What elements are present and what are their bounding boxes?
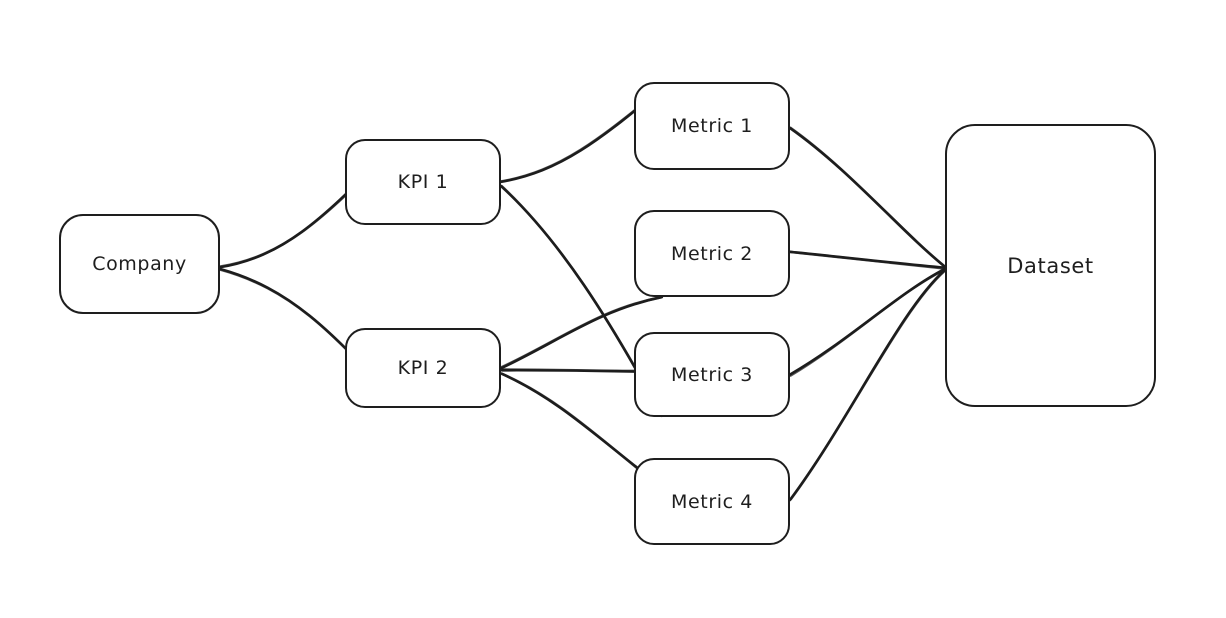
node-metric-1[interactable]: Metric 1 [634, 82, 790, 170]
node-label-dataset: Dataset [1007, 253, 1094, 278]
node-label-metric-1: Metric 1 [671, 115, 753, 137]
node-metric-2[interactable]: Metric 2 [634, 210, 790, 297]
node-label-metric-2: Metric 2 [671, 242, 753, 265]
node-metric-3[interactable]: Metric 3 [634, 332, 790, 417]
edge-metric1-to-dataset [788, 126, 947, 269]
node-label-metric-3: Metric 3 [671, 363, 753, 386]
node-kpi-2[interactable]: KPI 2 [345, 328, 501, 408]
edge-metric2-to-dataset [788, 250, 947, 270]
node-kpi-1[interactable]: KPI 1 [345, 139, 501, 225]
node-metric-4[interactable]: Metric 4 [634, 458, 790, 545]
node-label-metric-4: Metric 4 [671, 490, 753, 513]
node-label-kpi-2: KPI 2 [397, 357, 449, 379]
node-label-company: Company [92, 253, 187, 275]
node-label-kpi-1: KPI 1 [397, 171, 449, 193]
edge-metric3-to-dataset [788, 267, 947, 377]
node-company[interactable]: Company [59, 214, 220, 314]
edge-kpi2-to-metric2 [500, 295, 664, 370]
edge-metric4-to-dataset [788, 268, 947, 502]
node-dataset[interactable]: Dataset [945, 124, 1156, 407]
